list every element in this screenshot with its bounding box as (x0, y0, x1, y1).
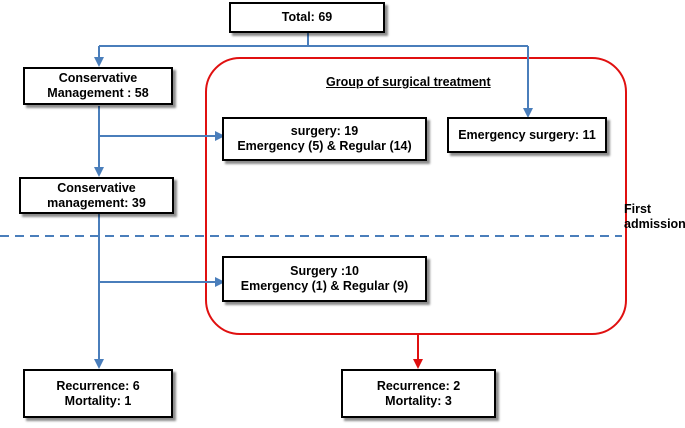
node-conservative-management-58: Conservative Management : 58 (23, 67, 173, 105)
node-surgery-10: Surgery :10 Emergency (1) & Regular (9) (222, 256, 427, 302)
node-total: Total: 69 (229, 2, 385, 33)
outcome-conservative-line2: Mortality: 1 (64, 393, 132, 408)
outcome-surgical-line1: Recurrence: 2 (376, 378, 461, 393)
node-conservative-58-line1: Conservative (58, 71, 138, 85)
node-conservative-39-line2: management: 39 (47, 195, 146, 210)
node-emergency-surgery-11-line1: Emergency surgery: 11 (458, 127, 596, 142)
outcome-conservative-line1: Recurrence: 6 (56, 378, 140, 393)
node-total-line1: Total: 69 (281, 10, 333, 24)
node-conservative-58-line2: Management : 58 (47, 86, 149, 100)
node-outcome-conservative: Recurrence: 6 Mortality: 1 (23, 369, 173, 418)
node-emergency-surgery-11: Emergency surgery: 11 (447, 117, 607, 153)
node-surgery-10-line2: Emergency (1) & Regular (9) (240, 279, 409, 293)
first-admission-line2: admission (624, 217, 685, 231)
node-surgery-19-line1: surgery: 19 (290, 124, 359, 138)
node-outcome-surgical: Recurrence: 2 Mortality: 3 (341, 369, 496, 418)
node-surgery-19: surgery: 19 Emergency (5) & Regular (14) (222, 117, 427, 161)
surgical-group-title: Group of surgical treatment (326, 75, 491, 89)
node-conservative-management-39: Conservative management: 39 (19, 177, 174, 214)
node-surgery-19-line2: Emergency (5) & Regular (14) (237, 139, 412, 153)
surgical-group-outline (205, 57, 627, 335)
first-admission-line1: First (624, 202, 652, 216)
first-admission-label: First admission (624, 202, 685, 232)
node-conservative-39-line1: Conservative (57, 180, 136, 195)
outcome-surgical-line2: Mortality: 3 (385, 393, 452, 408)
node-surgery-10-line1: Surgery :10 (290, 264, 359, 278)
